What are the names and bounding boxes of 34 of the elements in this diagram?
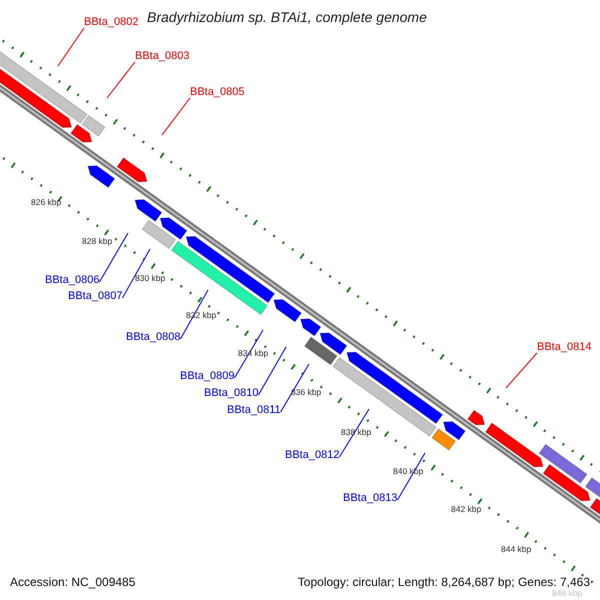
gene-label: BBta_0802 (84, 16, 138, 28)
tick-label: 844 kbp (501, 544, 532, 554)
gene-label: BBta_0808 (126, 331, 180, 343)
gene-label: BBta_0805 (190, 86, 244, 98)
gene-label: BBta_0806 (45, 274, 100, 286)
leader-line (396, 452, 426, 500)
leader-line (106, 62, 136, 98)
tick-label: 826 kbp (31, 197, 62, 207)
tick-label: 838 kbp (341, 427, 372, 437)
title: Bradyrhizobium sp. BTAi1, complete genome (147, 9, 427, 25)
gene-label: BBta_0809 (180, 370, 234, 382)
footer-text: Topology: circular; Length: 8,264,687 bp; Genes: 7,463 (298, 575, 590, 589)
tick-label: 842 kbp (451, 504, 482, 514)
leader-line (98, 232, 128, 282)
leader-line (338, 408, 370, 458)
gene-label: BBta_0812 (285, 449, 340, 461)
leader-line (280, 364, 310, 412)
tick-label: 846 kbp (552, 588, 582, 598)
gene-label: BBta_0813 (343, 492, 398, 504)
leader-line (122, 248, 150, 298)
leader-line (162, 98, 190, 136)
gene-label: BBta_0807 (68, 290, 122, 302)
gene-label: BBta_0803 (135, 50, 190, 62)
tick-label: 830 kbp (135, 273, 166, 283)
gene-label: BBta_0811 (227, 404, 281, 416)
leader-line (234, 330, 264, 378)
footer-text: Accession: NC_009485 (10, 575, 136, 589)
gene-label: BBta_0810 (204, 387, 258, 399)
tick-label: 828 kbp (82, 236, 112, 246)
leader-line (180, 290, 208, 340)
leader-line (258, 346, 286, 396)
leader-line (506, 352, 538, 388)
gene-label: BBta_0814 (537, 341, 592, 353)
leader-line (58, 28, 84, 66)
